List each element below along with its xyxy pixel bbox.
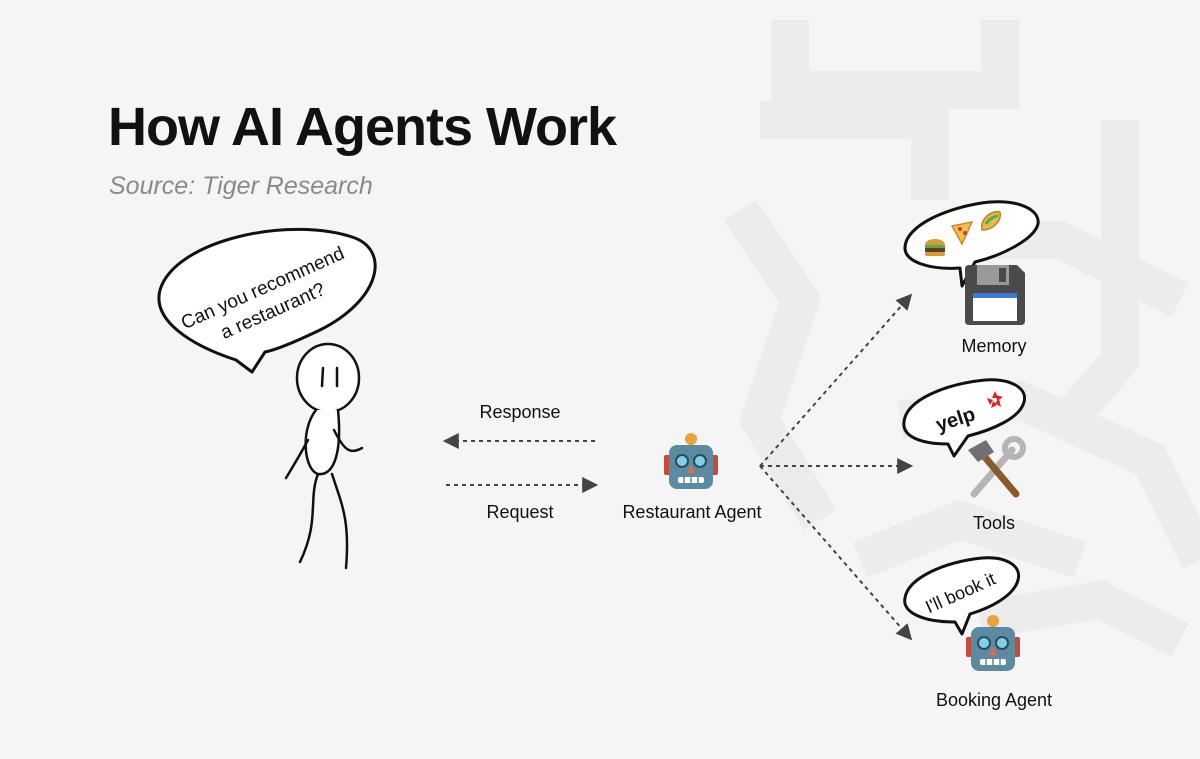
response-label: Response	[479, 402, 561, 422]
memory-label: Memory	[961, 336, 1027, 356]
memory-arrow	[759, 293, 913, 467]
restaurant-agent-label: Restaurant Agent	[622, 502, 762, 522]
hammer-and-wrench-icon	[968, 436, 1026, 498]
floppy-disk-icon	[965, 265, 1025, 325]
yelp-burst-icon	[987, 391, 1003, 408]
request-label: Request	[486, 502, 554, 522]
booking-agent-robot-icon	[966, 615, 1020, 671]
memory-food-bubble	[903, 200, 1040, 288]
booking-speech-bubble: I'll book it	[903, 556, 1021, 636]
booking-arrow	[759, 465, 913, 641]
pizza-icon	[950, 220, 974, 246]
page-title: How AI Agents Work	[108, 97, 617, 157]
restaurant-agent-robot-icon	[664, 433, 718, 489]
user-speech-bubble: Can you recommend a restaurant?	[157, 227, 377, 374]
user-stick-figure	[284, 342, 364, 570]
taco-icon	[981, 210, 1002, 231]
source-caption: Source: Tiger Research	[109, 172, 373, 200]
yelp-bubble: yelp	[902, 378, 1026, 458]
tools-label: Tools	[972, 513, 1016, 533]
burger-icon	[925, 239, 945, 256]
booking-agent-label: Booking Agent	[935, 690, 1053, 710]
